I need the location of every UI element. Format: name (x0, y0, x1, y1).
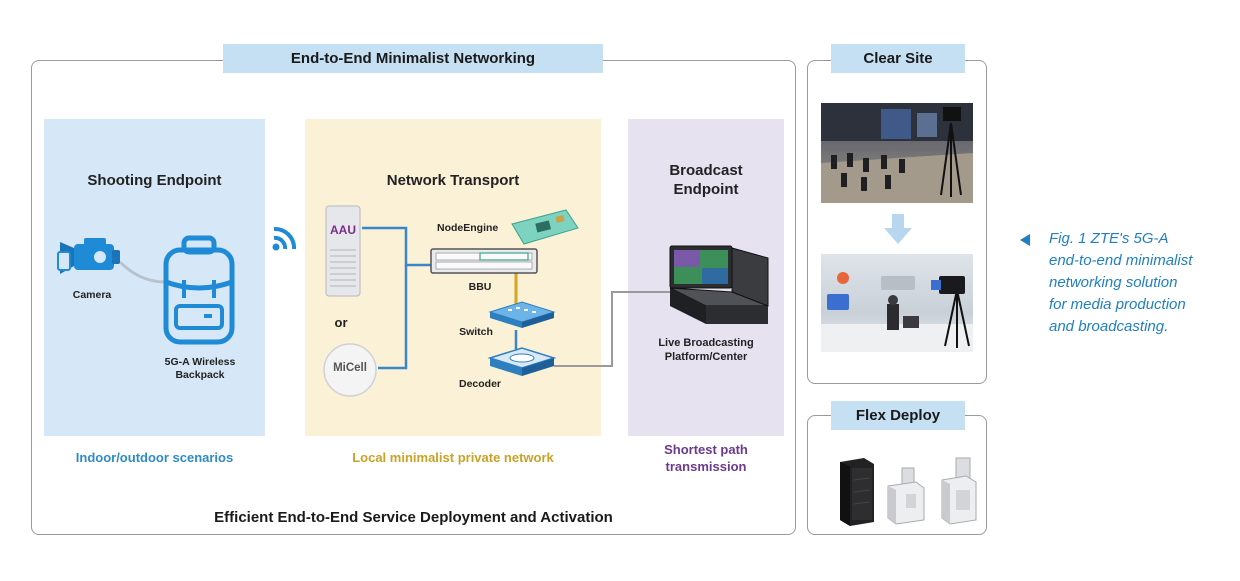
aau-device-icon (325, 205, 361, 297)
figure-caption-line-5: and broadcasting. (1049, 318, 1169, 335)
broadcast-endpoint-title-2: Endpoint (673, 181, 739, 198)
camera-label: Camera (72, 289, 112, 301)
shooting-endpoint-panel: Shooting Endpoint (44, 119, 265, 436)
platform-label-1: Live Broadcasting (658, 337, 754, 349)
cluttered-site-photo (821, 103, 973, 203)
network-transport-title: Network Transport (386, 172, 520, 189)
figure-caption: Fig. 1 ZTE's 5G-A end-to-end minimalist … (1049, 228, 1239, 338)
outdoor-cabinet-icon (887, 467, 925, 525)
figure-caption-line-2: end-to-end minimalist (1049, 252, 1193, 269)
broadcast-endpoint-title-1: Broadcast (669, 162, 743, 179)
decoder-device-icon (487, 347, 557, 376)
studio-scene-graphic (821, 272, 973, 352)
clear-site-title: Clear Site (831, 44, 965, 73)
rack-cabinet-icon (840, 458, 874, 526)
micell-label: MiCell (333, 362, 367, 374)
or-label: or (334, 315, 348, 330)
broadcasting-console-icon (669, 245, 769, 324)
bbu-device-icon (430, 248, 538, 274)
broadcast-caption-2: transmission (665, 459, 747, 474)
figure-caption-line-3: networking solution (1049, 274, 1178, 291)
site-scene-graphic (821, 103, 973, 203)
transport-caption: Local minimalist private network (352, 450, 554, 465)
compact-cabinet-icon (941, 457, 977, 525)
nodeengine-card-icon (511, 209, 579, 245)
micell-device-icon (323, 343, 377, 397)
camera-icon (57, 238, 120, 274)
figure-caption-line-4: for media production (1049, 296, 1186, 313)
figure-caption-line-1: Fig. 1 ZTE's 5G-A (1049, 230, 1169, 247)
flex-deploy-title: Flex Deploy (831, 401, 965, 430)
switch-device-icon (488, 301, 556, 328)
main-footer: Efficient End-to-End Service Deployment … (214, 509, 613, 526)
backpack-label-1: 5G-A Wireless (164, 356, 236, 368)
caption-pointer-icon (1020, 234, 1030, 246)
backpack-icon (163, 235, 235, 345)
backpack-label-2: Backpack (175, 369, 225, 381)
nodeengine-label: NodeEngine (437, 222, 499, 234)
bbu-label: BBU (468, 281, 492, 293)
decoder-label: Decoder (458, 378, 501, 390)
platform-label-2: Platform/Center (664, 351, 748, 363)
broadcast-caption-1: Shortest path (664, 442, 748, 457)
shooting-endpoint-title: Shooting Endpoint (87, 172, 222, 189)
switch-label: Switch (459, 326, 493, 338)
down-arrow-icon (884, 214, 912, 244)
wireless-signal-icon (272, 226, 297, 251)
aau-label: AAU (330, 223, 356, 237)
shooting-caption: Indoor/outdoor scenarios (75, 450, 234, 465)
main-title: End-to-End Minimalist Networking (223, 44, 603, 73)
clear-site-photo (821, 254, 973, 352)
